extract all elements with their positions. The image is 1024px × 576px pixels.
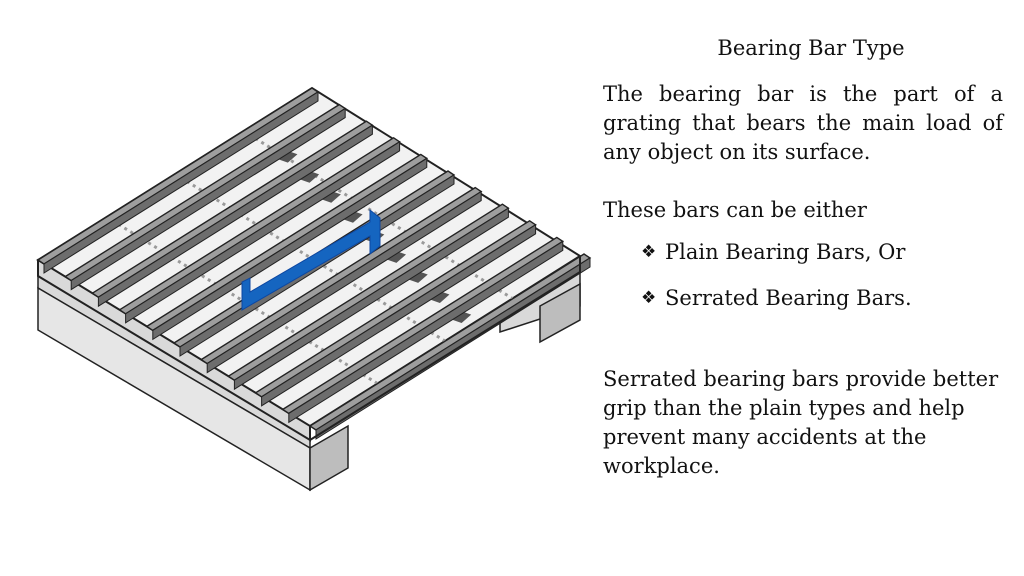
slide-title: Bearing Bar Type [717,36,905,60]
list-item-label: Serrated Bearing Bars. [665,286,912,310]
list-item: ❖ Plain Bearing Bars, Or [641,238,1003,267]
list-item-label: Plain Bearing Bars, Or [665,240,906,264]
diamond-bullet-icon: ❖ [641,288,657,308]
bearing-bar-side [125,140,401,324]
lead-in-text: These bars can be either [603,198,867,222]
frame-left-edge [37,260,311,442]
bearing-bar-side [288,240,564,424]
grating-illustration [20,70,600,510]
support-block-right-side [539,282,581,344]
list-item: ❖ Serrated Bearing Bars. [641,284,1003,313]
bearing-bar-side [206,190,482,374]
bearing-bar-side [152,157,428,341]
intro-paragraph: The bearing bar is the part of a grating… [603,82,1003,164]
bearing-bar-side [43,91,319,274]
bearing-bar-side [70,107,346,291]
bearing-bar-side [233,207,509,391]
bearing-bar-side [261,223,537,407]
frame-right-edge [309,256,581,441]
closing-paragraph: Serrated bearing bars provide better gri… [603,367,999,478]
diamond-bullet-icon: ❖ [641,242,657,262]
bearing-bar-grating-diagram [36,86,592,492]
bearing-bar-side [97,124,373,308]
text-panel: Bearing Bar Type The bearing bar is the … [603,36,1003,481]
load-direction-arrow [241,208,381,311]
support-block-left-side [309,424,349,492]
bearing-bar-types-list: ❖ Plain Bearing Bars, Or ❖ Serrated Bear… [603,238,1003,313]
